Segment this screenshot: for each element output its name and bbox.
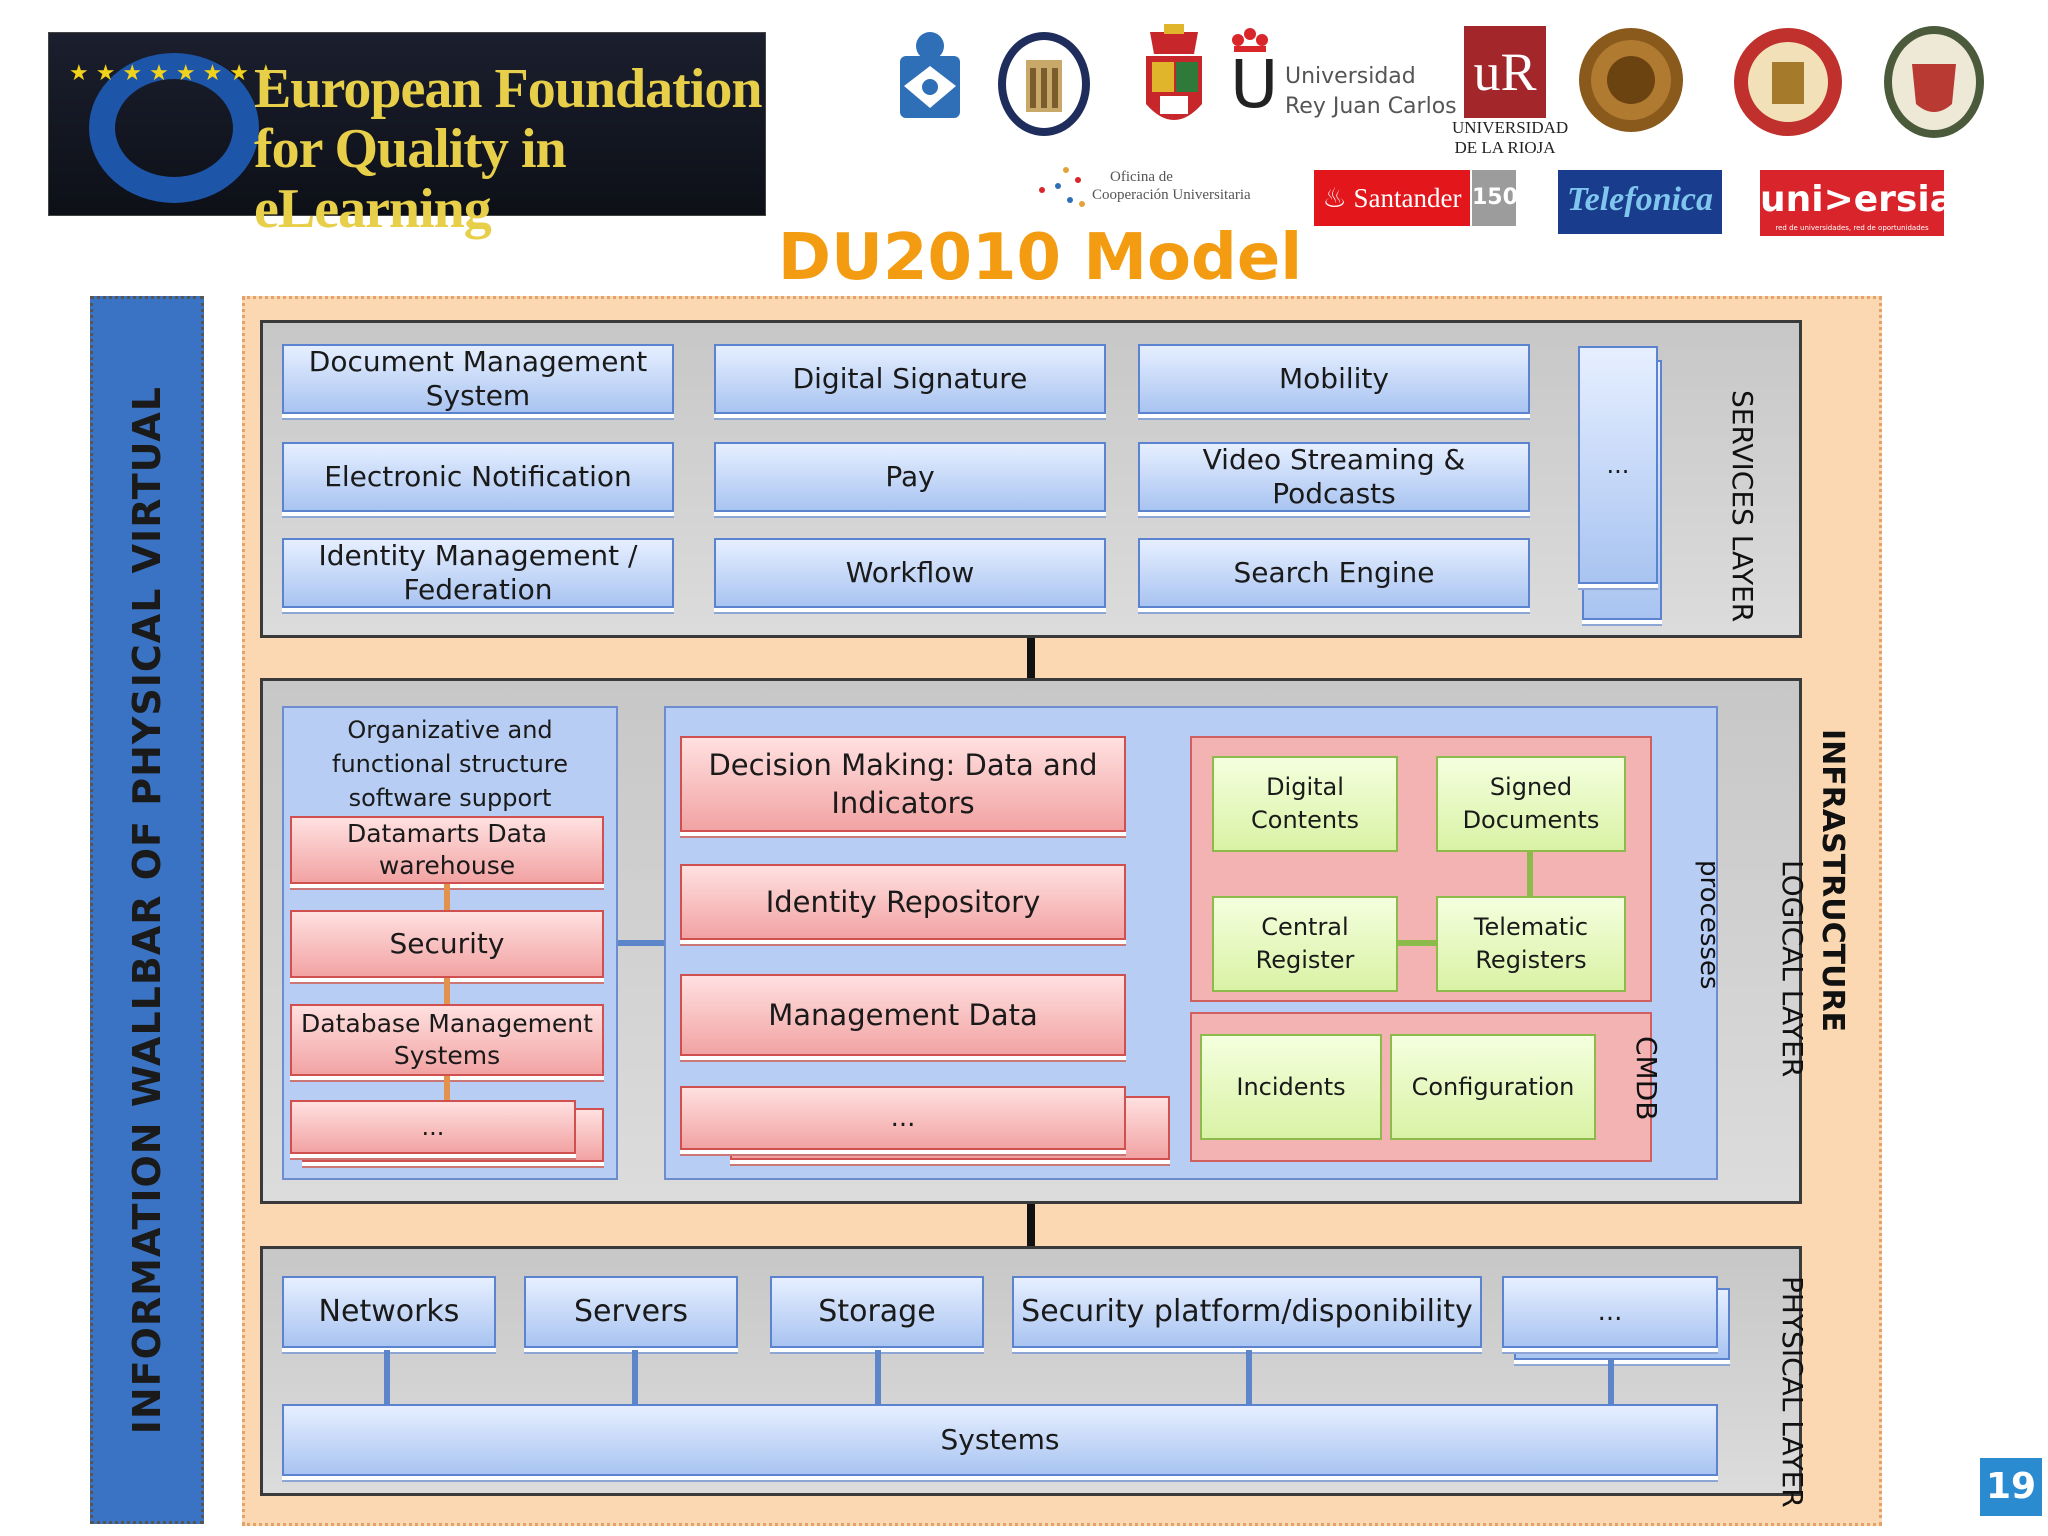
service-box: Mobility (1138, 344, 1530, 414)
connector (618, 940, 666, 946)
urjc-logo-text: Universidad Rey Juan Carlos (1285, 62, 1457, 122)
service-box: Workflow (714, 538, 1106, 608)
efq-logo-line2: for Quality in eLearning (254, 118, 567, 240)
connector (384, 1350, 390, 1404)
telefonica-logo: Telefonica (1558, 170, 1722, 234)
universia-tagline: red de universidades, red de oportunidad… (1775, 224, 1929, 232)
security-platform-box: Security platform/disponibility (1012, 1276, 1482, 1348)
physical-layer-label: PHYSICAL LAYER (1776, 1276, 1809, 1508)
connector (444, 884, 450, 910)
digital-contents-box: Digital Contents (1212, 756, 1398, 852)
rioja-logo-icon: uR (1464, 26, 1546, 118)
stars-icon: ★ ★ ★ ★ ★ ★ ★ ★ (69, 61, 276, 86)
servers-box: Servers (524, 1276, 738, 1348)
rioja-line1: UNIVERSIDAD (1452, 118, 1569, 137)
service-box: Document Management System (282, 344, 674, 414)
software-support-header: Organizative and functional structure so… (332, 716, 568, 812)
university-seal-icon (1734, 28, 1842, 136)
connector (1246, 1350, 1252, 1404)
datamarts-box: Datamarts Data warehouse (290, 816, 604, 884)
rioja-logo-text: UNIVERSIDAD DE LA RIOJA (1452, 118, 1569, 158)
efq-logo-text: European Foundation for Quality in eLear… (254, 59, 764, 239)
universia-logo-text: uni>ersia (1760, 179, 1954, 220)
service-box: Electronic Notification (282, 442, 674, 512)
left-more-box: ... (290, 1100, 576, 1154)
santander-150-badge: 150 (1472, 170, 1518, 226)
telematic-registers-box: Telematic Registers (1436, 896, 1626, 992)
cmdb-label: CMDB (1630, 1036, 1663, 1121)
ocu-line2: Cooperación Universitaria (1092, 187, 1251, 203)
connector (1398, 940, 1436, 946)
networks-box: Networks (282, 1276, 496, 1348)
urjc-logo-icon: U (1230, 46, 1279, 123)
page-number-badge: 19 (1980, 1458, 2042, 1516)
service-box: Digital Signature (714, 344, 1106, 414)
left-bar-label: INFORMATION WALLBAR OF PHYSICAL VIRTUAL (125, 385, 169, 1435)
connector (875, 1350, 881, 1404)
management-data-box: Management Data (680, 974, 1126, 1056)
layer-connector (1027, 638, 1035, 678)
connector (444, 1076, 450, 1100)
rioja-line2: DE LA RIOJA (1454, 138, 1556, 157)
left-vertical-bar: INFORMATION WALLBAR OF PHYSICAL VIRTUAL (90, 296, 204, 1524)
ocu-dots-icon (1039, 167, 1085, 207)
services-layer-label: SERVICES LAYER (1726, 390, 1759, 623)
uc3m-seal-icon (998, 32, 1090, 136)
university-seal-icon (1884, 26, 1984, 138)
connector (632, 1350, 638, 1404)
page-title: DU2010 Model (777, 221, 1303, 295)
systems-box: Systems (282, 1404, 1718, 1476)
dbms-box: Database Management Systems (290, 1004, 604, 1076)
service-box: Video Streaming & Podcasts (1138, 442, 1530, 512)
university-seal-icon (1579, 28, 1683, 132)
identity-repository-box: Identity Repository (680, 864, 1126, 940)
efq-logo-line1: European Foundation (254, 58, 762, 120)
flame-icon: ♨ (1322, 183, 1347, 213)
central-register-box: Central Register (1212, 896, 1398, 992)
security-box: Security (290, 910, 604, 978)
connector (1608, 1360, 1614, 1404)
infrastructure-label: INFRASTRUCTURE (1815, 729, 1850, 1033)
urjc-line2: Rey Juan Carlos (1285, 94, 1457, 119)
connector (1527, 852, 1533, 896)
university-seal-icon (900, 32, 960, 118)
service-more-box: ... (1578, 346, 1658, 584)
urjc-line1: Universidad (1285, 64, 1416, 89)
santander-logo-text: Santander (1353, 183, 1462, 213)
connector (444, 978, 450, 1004)
universia-logo: uni>ersia red de universidades, red de o… (1760, 170, 1954, 236)
incidents-box: Incidents (1200, 1034, 1382, 1140)
signed-documents-box: Signed Documents (1436, 756, 1626, 852)
service-box: Search Engine (1138, 538, 1530, 608)
santander-logo: ♨ Santander (1314, 170, 1470, 226)
middle-more-box: ... (680, 1086, 1126, 1150)
storage-box: Storage (770, 1276, 984, 1348)
service-box: Identity Management / Federation (282, 538, 674, 608)
urjc-crown-icon (1232, 28, 1268, 52)
service-box: Pay (714, 442, 1106, 512)
layer-connector (1027, 1204, 1035, 1246)
configuration-box: Configuration (1390, 1034, 1596, 1140)
efq-logo: ★ ★ ★ ★ ★ ★ ★ ★ European Foundation for … (48, 32, 766, 239)
physical-more-box: ... (1502, 1276, 1718, 1348)
coat-of-arms-icon (1146, 24, 1202, 120)
ocu-line1: Oficina de (1110, 169, 1173, 185)
ocu-logo-text: Oficina de Cooperación Universitaria (1092, 168, 1251, 204)
decision-making-box: Decision Making: Data and Indicators (680, 736, 1126, 832)
logical-layer-label: LOGICAL LAYER (1776, 860, 1809, 1078)
processes-label: processes (1694, 860, 1724, 990)
